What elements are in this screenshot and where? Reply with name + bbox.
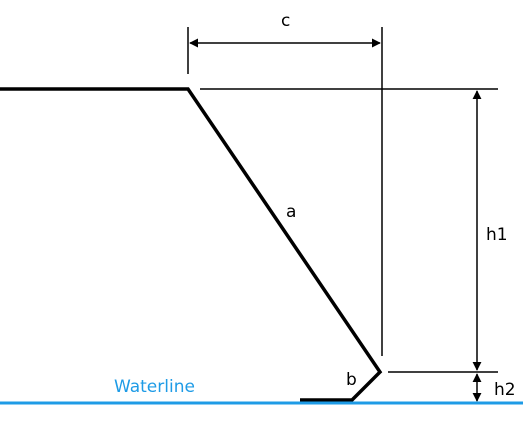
label-c: c [281, 11, 290, 31]
hull-outline [0, 87, 383, 402]
label-h2: h2 [494, 380, 516, 400]
label-b: b [346, 370, 357, 390]
label-waterline: Waterline [114, 377, 195, 397]
label-h1: h1 [486, 225, 508, 245]
label-a: a [286, 202, 296, 222]
